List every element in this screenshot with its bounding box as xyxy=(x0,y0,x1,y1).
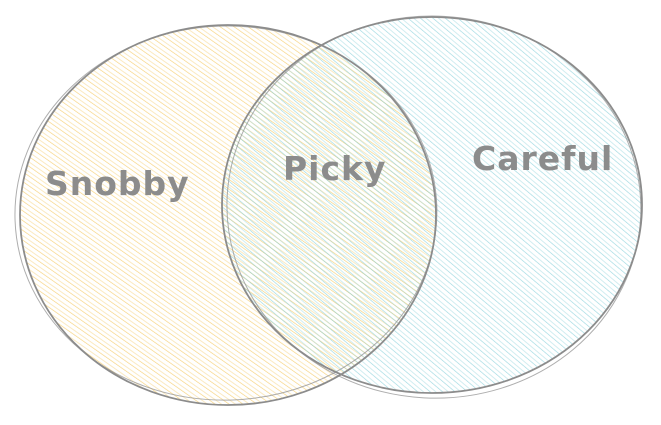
set-right-outline xyxy=(221,16,643,394)
set-left-outline xyxy=(19,24,437,406)
set-right xyxy=(222,17,642,393)
set-right-outline-sketch xyxy=(226,15,642,399)
set-left-outline-sketch xyxy=(14,25,438,401)
intersection-label: Picky xyxy=(283,149,387,188)
set-left-label: Snobby xyxy=(45,164,190,203)
set-right-label: Careful xyxy=(472,139,613,178)
set-right-fill xyxy=(222,17,642,393)
outlines xyxy=(14,15,643,406)
